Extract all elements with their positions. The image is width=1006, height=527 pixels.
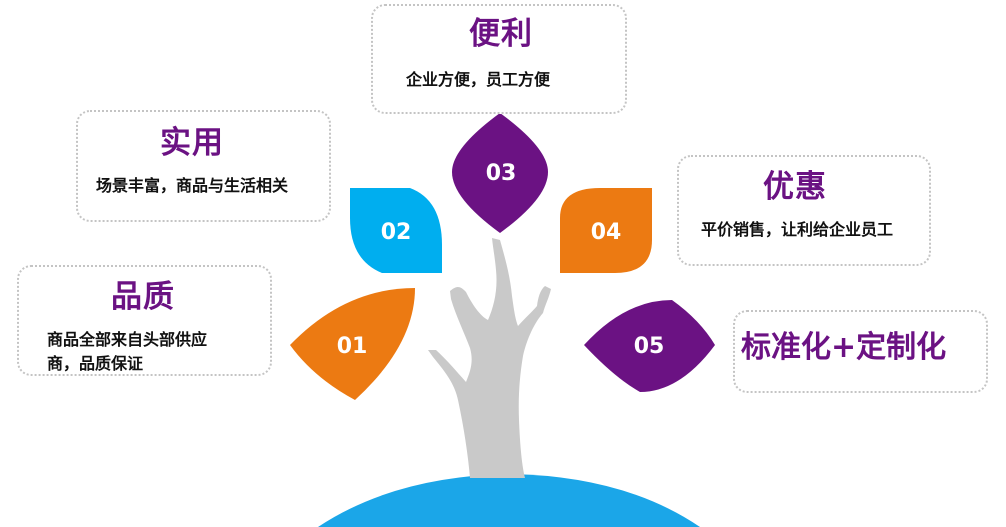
- leaf-03: 03: [452, 113, 548, 233]
- card-convenience: 便利 企业方便，员工方便: [371, 4, 627, 114]
- card-discount-desc: 平价销售，让利给企业员工: [701, 220, 894, 239]
- card-quality-title: 品质: [111, 279, 175, 315]
- leaf-04-number: 04: [591, 220, 622, 245]
- card-convenience-title: 便利: [469, 16, 533, 52]
- leaf-02-number: 02: [381, 220, 412, 245]
- leaf-05-number: 05: [634, 334, 665, 359]
- card-standard: 标准化+定制化: [733, 310, 988, 393]
- card-discount-title: 优惠: [763, 169, 827, 205]
- leaf-01: 01: [290, 288, 415, 400]
- card-standard-title: 标准化+定制化: [741, 330, 947, 365]
- ground-arc: [318, 474, 700, 527]
- card-quality: 品质 商品全部来自头部供应 商，品质保证: [17, 265, 272, 376]
- card-practical-desc: 场景丰富，商品与生活相关: [96, 176, 289, 195]
- leaf-04: 04: [560, 188, 652, 273]
- leaf-02: 02: [350, 188, 442, 273]
- card-quality-desc-line2: 商，品质保证: [47, 354, 144, 373]
- card-practical-title: 实用: [160, 125, 224, 161]
- leaf-01-number: 01: [337, 334, 368, 359]
- leaf-03-number: 03: [486, 161, 517, 186]
- tree-trunk: [428, 238, 551, 478]
- leaf-05: 05: [584, 300, 715, 392]
- card-practical: 实用 场景丰富，商品与生活相关: [76, 110, 331, 222]
- card-discount: 优惠 平价销售，让利给企业员工: [677, 155, 931, 266]
- card-convenience-desc: 企业方便，员工方便: [406, 70, 551, 89]
- card-quality-desc-line1: 商品全部来自头部供应: [47, 330, 208, 349]
